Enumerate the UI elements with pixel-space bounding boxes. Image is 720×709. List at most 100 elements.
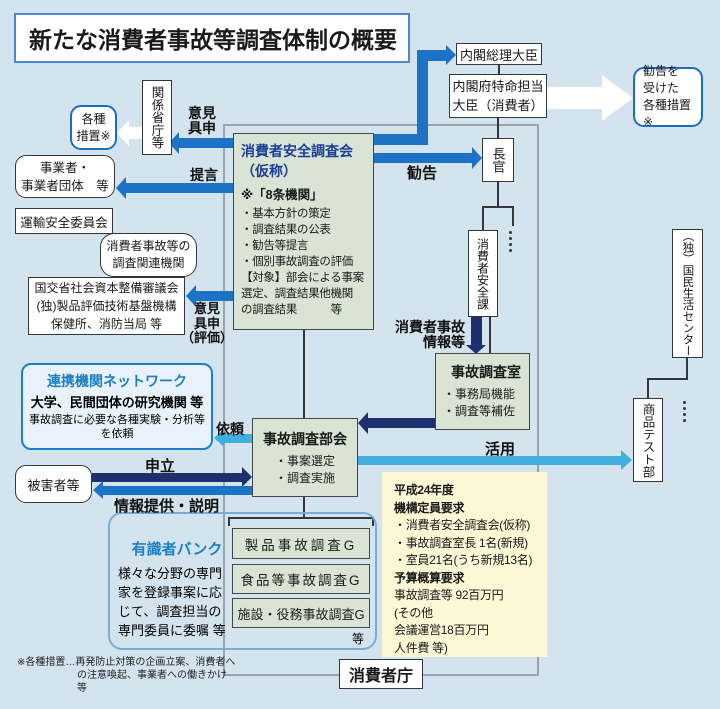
arrow-moshitate-head [242, 467, 252, 487]
page-title-text: 新たな消費者事故等調査体制の概要 [29, 27, 397, 53]
arrow-moshitate-shaft [92, 473, 242, 482]
arrow-jikojoho-head [466, 345, 486, 354]
arrow-white-left-shaft [129, 127, 142, 139]
connector-center-down [686, 358, 688, 380]
connector-bukai-groups [303, 497, 305, 519]
group-product-label: 製品事故調査G [244, 537, 358, 553]
label-kankoku: 勧告 [407, 165, 438, 182]
box-unyu: 運輸安全委員会 [15, 208, 113, 234]
box-group-facility: 施設・役務事故調査G [232, 598, 370, 628]
budget-year: 平成24年度 [394, 483, 454, 497]
arrow-irai-shaft [224, 434, 252, 443]
connector-chosakai-bukai [303, 330, 305, 418]
anzenka-label: 消費者安全課 [475, 237, 490, 310]
arrow-to-pm-seg2 [417, 50, 428, 145]
connector-branch-left [482, 206, 484, 230]
unyu-label: 運輸安全委員会 [20, 215, 108, 230]
label-irai: 依頼 [216, 421, 244, 437]
minister-label: 内閣府特命担当 大臣（消費者） [452, 79, 544, 113]
budget-staff-items: ・消費者安全調査会(仮称) ・事故調査室長 1名(新規) ・室員21名(うち新規… [394, 518, 533, 567]
label-iken-gushin: 意見 具申 [188, 105, 216, 136]
group-facility-label: 施設・役務事故調査G [237, 606, 365, 622]
pm-label: 内閣総理大臣 [459, 47, 538, 63]
arrow-joho-head [93, 481, 103, 499]
box-minister: 内閣府特命担当 大臣（消費者） [449, 74, 547, 118]
box-kankoku-sochi: 勧告を 受けた 各種措置※ [633, 64, 703, 129]
renkei-title: 連携機関ネットワーク [47, 373, 187, 389]
arrow-ikengushin-head [169, 132, 179, 154]
kakushu-sochi-label: 各種 措置※ [76, 111, 111, 143]
chokan-label: 長官 [490, 147, 506, 173]
kokumin-center-label: （独）国民生活センター [681, 230, 694, 357]
arrow-shitsu-bukai-head [358, 412, 368, 434]
renkei-sub: 大学、民間団体の研究機関 等 [30, 395, 204, 410]
arrow-kankoku-head [472, 147, 482, 169]
arrow-kankoku-shaft [374, 153, 472, 163]
label-iken-hyoka: 意見 具申 （評価） [180, 301, 233, 345]
budget-staff-heading: 機構定員要求 [394, 500, 465, 515]
shitsu-body: ・事務局機能 ・調査等補佐 [443, 387, 516, 418]
jigyosha-label: 事業者・ 事業者団体 等 [21, 160, 109, 193]
bukai-title: 事故調査部会 [263, 431, 347, 447]
yushikisha-title: 有識者バンク [131, 541, 223, 558]
connector-minister-chokan [497, 118, 499, 138]
label-katsuyo: 活用 [485, 441, 516, 458]
ellipsis-under-center [683, 401, 686, 404]
yushikisha-body: 様々な分野の専門 家を登録事案に応 じて、調査担当の 専門委員に委嘱 等 [118, 566, 226, 638]
arrow-katsuyo-shaft [358, 456, 621, 465]
box-kakushu-sochi: 各種 措置※ [70, 105, 117, 150]
chosakai-title: 消費者安全調査会 （仮称） [241, 143, 353, 179]
box-agency-name: 消費者庁 [339, 659, 423, 689]
shohin-test-label: 商品テスト部 [640, 402, 655, 478]
arrow-hyoka-shaft [196, 291, 233, 301]
box-kankei-shocho: 関係省庁等 [142, 80, 172, 155]
arrow-teigen-shaft [126, 183, 233, 193]
connector-branch-horizontal [482, 206, 514, 208]
arrow-shitsu-bukai-shaft [368, 418, 435, 428]
arrow-hyoka-head [186, 285, 196, 307]
arrow-ikengushin-shaft [179, 138, 233, 148]
label-jiko-joho: 消費者事故 情報等 [395, 319, 465, 350]
box-chosakai: 消費者安全調査会 （仮称） ※「8条機関」 ・基本方針の策定 ・調査結果の公表 … [233, 133, 374, 330]
box-jiko-chosa-shitsu: 事故調査室 ・事務局機能 ・調査等補佐 [435, 353, 530, 430]
box-group-food: 食品等事故調査G [232, 564, 370, 594]
box-anzenka: 消費者安全課 [468, 230, 498, 317]
arrow-to-pm-seg3 [417, 50, 446, 61]
footnote: ※各種措置…再発防止対策の企画立案、消費者へ の注意喚起、事業者への働きかけ 等 [17, 657, 236, 694]
box-group-product: 製品事故調査G [232, 528, 370, 559]
groups-etc-label: 等 [352, 632, 365, 646]
arrow-joho-shaft [103, 486, 252, 495]
label-joho-teikyo: 情報提供・説明 [114, 498, 220, 515]
connector-anzenka-shitsu [489, 317, 491, 353]
box-bukai: 事故調査部会 ・事案選定 ・調査実施 [252, 418, 358, 497]
box-prime-minister: 内閣総理大臣 [456, 43, 542, 65]
connector-branch-right [512, 206, 514, 226]
box-kokkosho: 国交省社会資本整備審議会 (独)製品評価技術基盤機構 保健所、消防当局 等 [28, 277, 185, 335]
shitsu-title: 事故調査室 [451, 364, 521, 380]
arrow-teigen-head [116, 177, 126, 199]
kankei-shocho-label: 関係省庁等 [149, 86, 164, 149]
kankoku-sochi-label: 勧告を 受けた 各種措置※ [643, 64, 692, 129]
arrow-white-left-head [117, 120, 129, 146]
box-renkei-network: 連携機関ネットワーク 大学、民間団体の研究機関 等 事故調査に必要な各種実験・分… [21, 363, 213, 450]
connector-center-horizontal [647, 378, 688, 380]
box-higaisha: 被害者等 [15, 465, 92, 503]
box-chokan: 長官 [482, 138, 514, 182]
budget-heading: 予算概算要求 [394, 570, 465, 585]
box-budget: 平成24年度 機構定員要求 ・消費者安全調査会(仮称) ・事故調査室長 1名(新… [382, 472, 547, 657]
label-moshitate: 申立 [145, 458, 176, 475]
connector-center-testbu [647, 378, 649, 398]
ellipsis-under-chokan [509, 231, 512, 234]
arrow-to-pm-seg1 [374, 134, 428, 145]
agency-name-label: 消費者庁 [348, 668, 413, 685]
connector-chokan-down [497, 182, 499, 208]
page-title: 新たな消費者事故等調査体制の概要 [14, 13, 410, 63]
connector-pm-minister [498, 65, 500, 74]
box-shohin-test: 商品テスト部 [633, 398, 663, 482]
higaisha-label: 被害者等 [27, 477, 80, 493]
box-jigyosha: 事業者・ 事業者団体 等 [15, 155, 115, 198]
chosakai-note: ※「8条機関」 [241, 188, 323, 202]
chosakai-body: ・基本方針の策定 ・調査結果の公表 ・勧告等提言 ・個別事故調査の評価 【対象】… [241, 208, 364, 316]
box-kokumin-center: （独）国民生活センター [672, 229, 703, 358]
